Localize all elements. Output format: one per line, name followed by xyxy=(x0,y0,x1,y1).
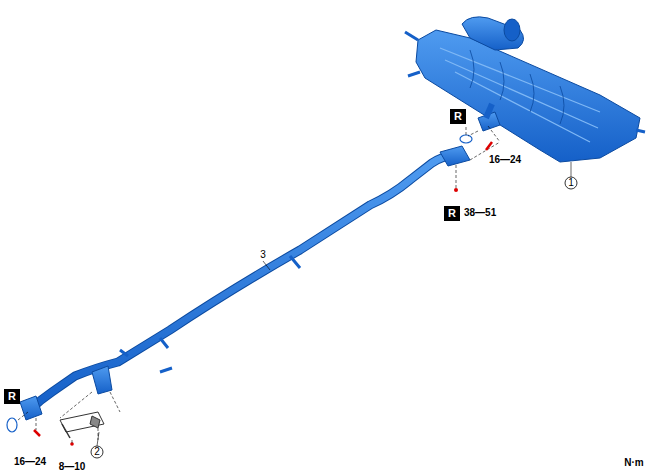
torque-value: 16—24 xyxy=(14,457,46,467)
callout-number: 1 xyxy=(568,178,574,188)
torque-value: 38—51 xyxy=(464,208,496,218)
front-pipe xyxy=(20,146,470,420)
main-silencer xyxy=(405,17,645,162)
callout-number: 3 xyxy=(260,250,266,260)
torque-value: 8—10 xyxy=(59,462,86,472)
unit-label: N·m xyxy=(624,458,643,468)
reuse-mark: R xyxy=(450,109,466,124)
reuse-mark: R xyxy=(444,206,460,221)
callout-number: 2 xyxy=(94,447,100,457)
torque-value: 16—24 xyxy=(489,155,521,165)
reuse-mark: R xyxy=(4,389,20,404)
